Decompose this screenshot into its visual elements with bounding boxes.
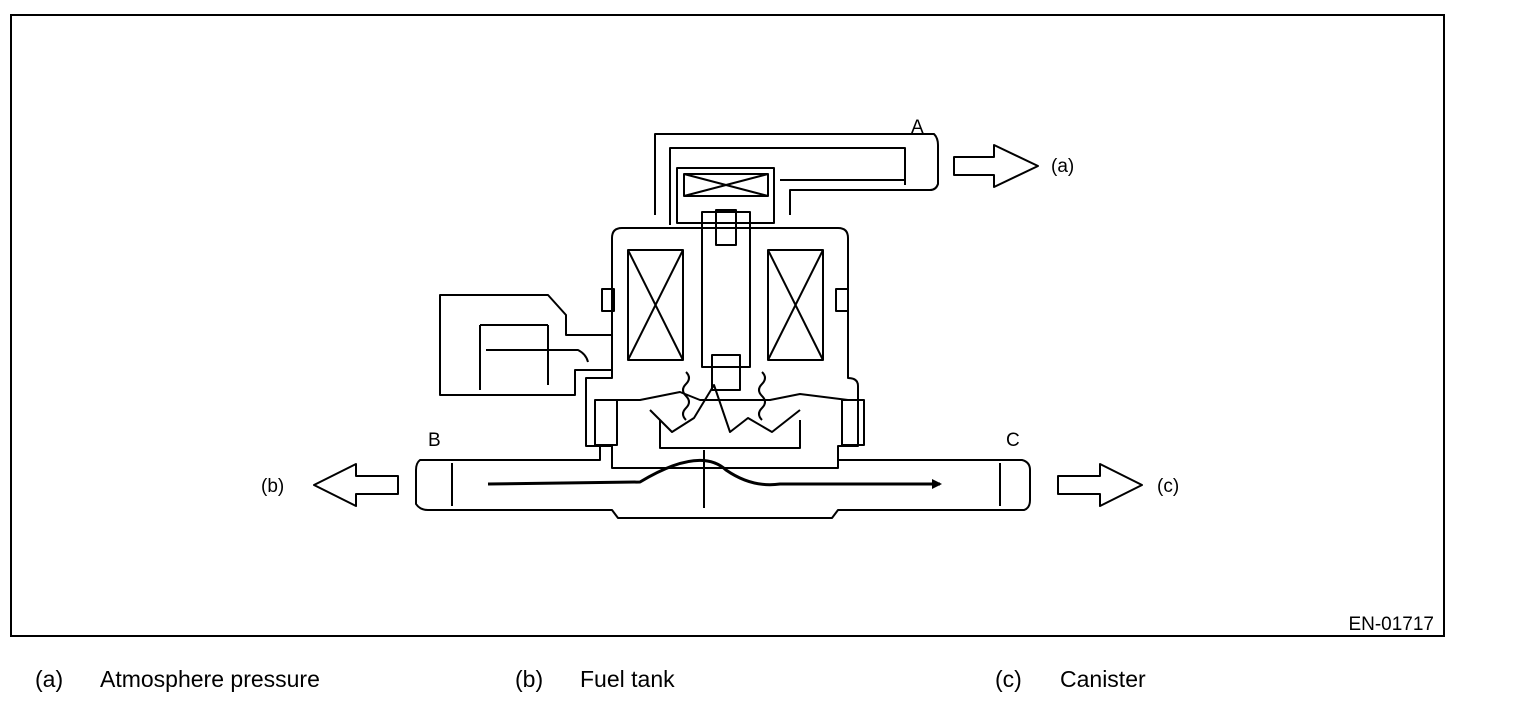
port-label-b: B <box>428 430 441 451</box>
solenoid-body <box>585 227 859 469</box>
valve-seat <box>594 371 865 449</box>
small-coil <box>676 167 775 224</box>
flow-arrow <box>487 458 942 489</box>
legend-key-a: (a) <box>35 666 64 692</box>
port-label-a: A <box>911 117 924 138</box>
arrow-c <box>1057 463 1143 507</box>
legend-label-b: Fuel tank <box>580 666 675 692</box>
arrow-label-a: (a) <box>1051 156 1074 177</box>
legend-label-c: Canister <box>1060 666 1146 692</box>
figure-id: EN-01717 <box>1348 614 1434 635</box>
figure-frame <box>10 14 1445 637</box>
legend-key-c: (c) <box>995 666 1022 692</box>
arrow-label-b: (b) <box>261 476 284 497</box>
connector <box>439 294 613 396</box>
arrow-label-c: (c) <box>1157 476 1179 497</box>
upper-port <box>654 133 939 225</box>
arrow-b <box>313 463 399 507</box>
bottom-pipe <box>415 446 1031 519</box>
arrow-a <box>953 144 1039 188</box>
plunger <box>701 209 751 391</box>
legend-key-b: (b) <box>515 666 544 692</box>
port-label-c: C <box>1006 430 1020 451</box>
legend-label-a: Atmosphere pressure <box>100 666 320 692</box>
